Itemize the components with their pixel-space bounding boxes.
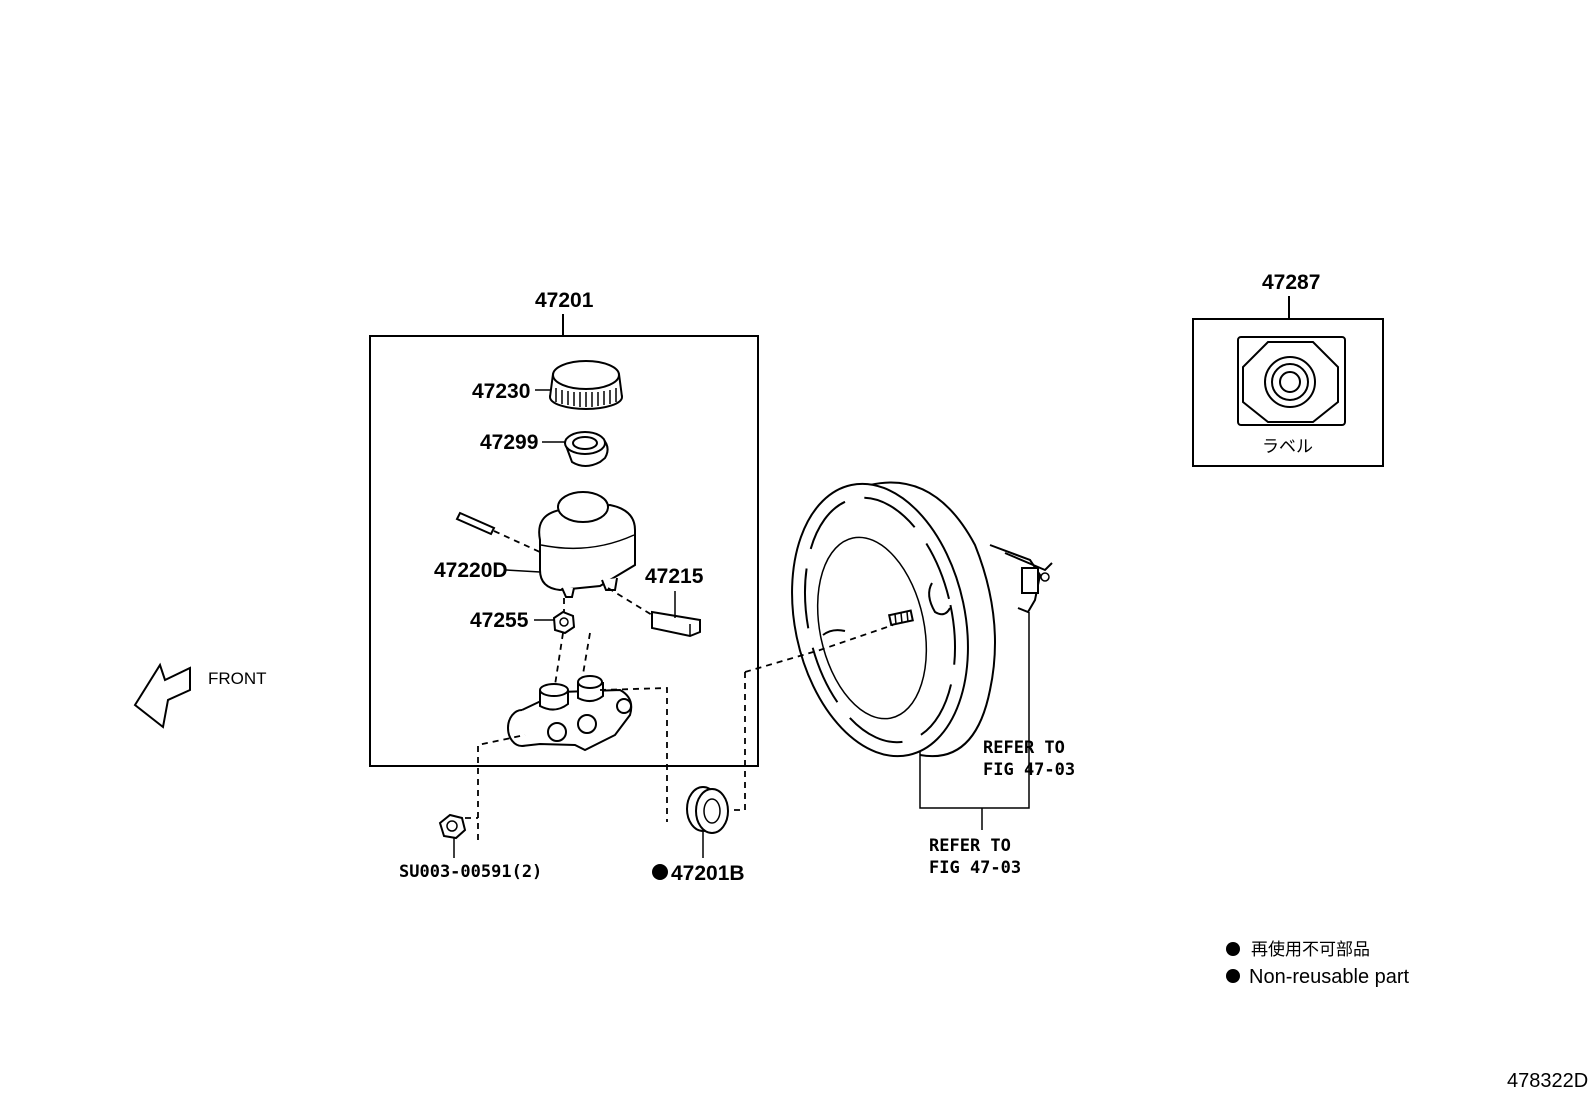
reservoir-pin-part[interactable] <box>455 511 496 536</box>
legend-en: Non-reusable part <box>1249 966 1410 988</box>
legend-dot-en <box>1226 969 1240 983</box>
level-sensor-part[interactable] <box>651 610 701 638</box>
label-nut[interactable]: SU003-00591(2) <box>399 862 542 882</box>
refer-label-2b: FIG 47-03 <box>929 858 1021 878</box>
label-47201B[interactable]: 47201B <box>671 862 745 885</box>
label-text-jp: ラベル <box>1262 437 1313 457</box>
nut-part[interactable] <box>438 813 467 840</box>
label-front: FRONT <box>208 669 267 688</box>
label-47215[interactable]: 47215 <box>645 565 704 588</box>
seal-part[interactable] <box>686 786 729 834</box>
diagram-id: 478322D <box>1507 1070 1588 1092</box>
label-47230[interactable]: 47230 <box>472 380 530 403</box>
reservoir-cap-part[interactable] <box>549 360 623 410</box>
refer-label-2a: REFER TO <box>929 836 1011 856</box>
pushrod <box>887 609 914 627</box>
assembly-47201-group: 47201 <box>369 289 759 767</box>
legend-dot-jp <box>1226 942 1240 956</box>
label-47220D[interactable]: 47220D <box>434 559 508 582</box>
refer-label-1a: REFER TO <box>983 738 1065 758</box>
non-reusable-dot <box>652 864 668 880</box>
legend: 再使用不可部品 Non-reusable part <box>1226 939 1410 988</box>
label-47287-group[interactable]: 47287 ラベル <box>1192 271 1384 467</box>
front-arrow-icon <box>133 662 191 729</box>
label-part-box <box>1192 318 1384 467</box>
label-47299[interactable]: 47299 <box>480 431 538 454</box>
refer-label-1b: FIG 47-03 <box>983 760 1075 780</box>
reservoir-part[interactable] <box>538 491 636 598</box>
grommet-part[interactable] <box>552 610 576 635</box>
brake-booster-part[interactable] <box>768 467 1053 772</box>
master-cylinder-body[interactable] <box>507 675 633 752</box>
label-47287[interactable]: 47287 <box>1262 271 1320 294</box>
legend-jp: 再使用不可部品 <box>1251 939 1370 960</box>
label-47255[interactable]: 47255 <box>470 609 529 632</box>
label-47201[interactable]: 47201 <box>535 289 594 312</box>
strainer-part[interactable] <box>563 431 609 467</box>
